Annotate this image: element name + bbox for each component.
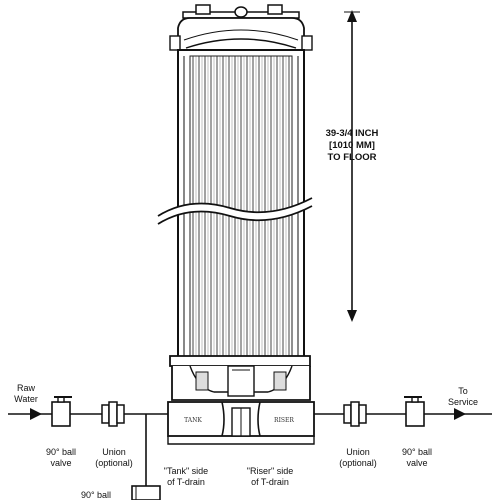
raw-water-line-1: Raw (16, 383, 35, 393)
to-service-line-2: Service (447, 397, 478, 407)
right-union-line-1: Union (346, 447, 370, 457)
bottom-ball-valve (131, 485, 161, 500)
height-dimension-line (344, 10, 360, 322)
dimension-line-2: [1010 MM] (329, 140, 375, 151)
riser-side-line-1: "Riser" side (246, 466, 294, 476)
left-ball-valve-line-1: 90° ball (45, 447, 77, 457)
to-service-label: To Service (440, 386, 486, 408)
tank-side-line-1: "Tank" side (163, 466, 209, 476)
right-ball-valve (404, 396, 425, 427)
left-union-line-2: (optional) (95, 458, 133, 468)
base-tank-label: TANK (184, 417, 202, 424)
flow-arrows (30, 408, 466, 420)
right-ball-valve-line-1: 90° ball (401, 447, 433, 457)
bottom-ball-valve-label: 90° ball (74, 490, 118, 500)
tank-side-line-2: of T-drain (167, 477, 205, 487)
riser-side-line-2: of T-drain (251, 477, 289, 487)
right-union (343, 401, 367, 427)
filter-top-cap (169, 4, 313, 53)
right-ball-valve-line-2: valve (406, 458, 428, 468)
to-service-line-1: To (458, 386, 468, 396)
dimension-line-1: 39-3/4 INCH (325, 128, 379, 139)
bottom-ball-valve-line-1: 90° ball (80, 490, 112, 500)
base-riser-label: RISER (274, 417, 294, 424)
dimension-label: 39-3/4 INCH [1010 MM] TO FLOOR (312, 128, 392, 164)
right-union-line-2: (optional) (339, 458, 377, 468)
riser-side-label: "Riser" side of T-drain (238, 466, 302, 488)
raw-water-line-2: Water (14, 394, 38, 404)
filter-base (167, 355, 315, 445)
left-union-label: Union (optional) (88, 447, 140, 469)
right-ball-valve-label: 90° ball valve (392, 447, 442, 469)
tank-side-label: "Tank" side of T-drain (156, 466, 216, 488)
left-ball-valve-label: 90° ball valve (36, 447, 86, 469)
left-ball-valve-line-2: valve (50, 458, 72, 468)
left-union (101, 401, 125, 427)
raw-water-label: Raw Water (4, 383, 48, 405)
left-ball-valve (51, 396, 72, 427)
dimension-line-3: TO FLOOR (327, 152, 377, 163)
break-line (157, 197, 313, 225)
left-union-line-1: Union (102, 447, 126, 457)
right-union-label: Union (optional) (330, 447, 386, 469)
